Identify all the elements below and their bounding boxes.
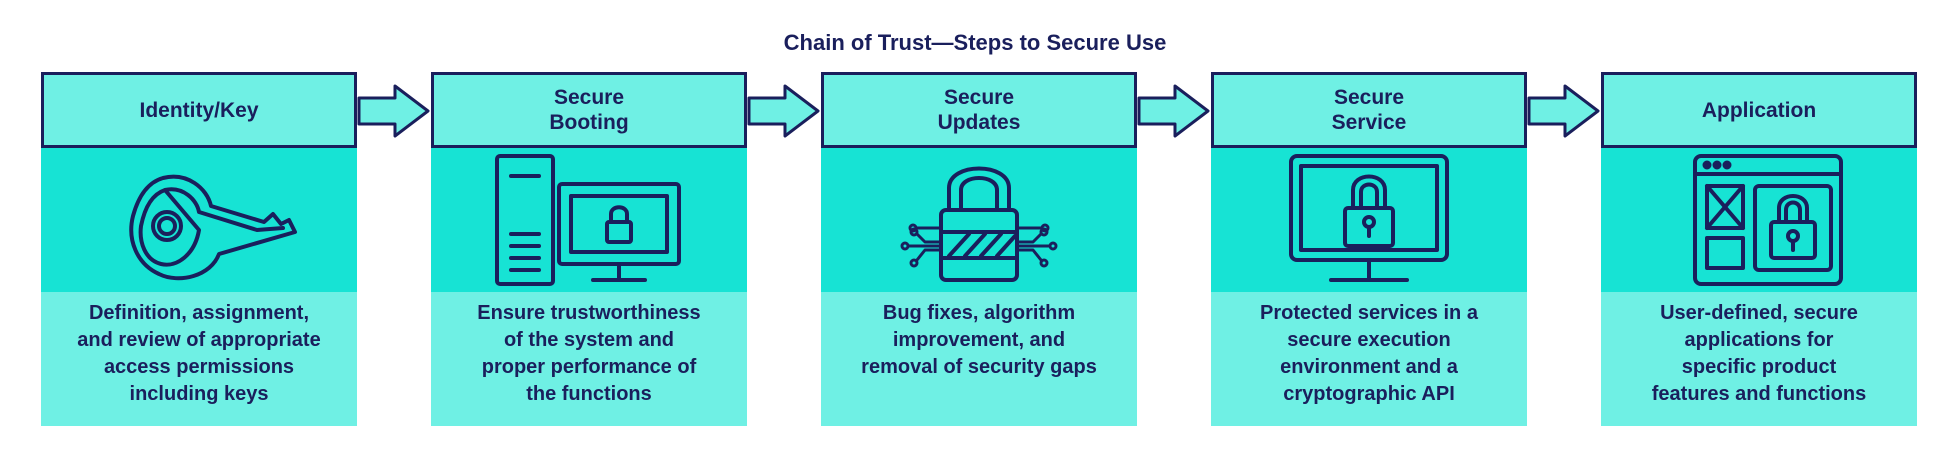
step-icon-area (41, 148, 357, 292)
step-description: Ensure trustworthiness of the system and… (431, 292, 747, 426)
step-icon-area (821, 148, 1137, 292)
arrow-right-icon (1527, 84, 1600, 138)
monitor-padlock-icon (1289, 154, 1449, 282)
computer-tower-lock-icon (495, 154, 681, 286)
step-icon-area (1211, 148, 1527, 292)
step-icon-area (431, 148, 747, 292)
step-identity-key: Identity/Key Definition, assignment, and… (41, 72, 357, 426)
step-description: Protected services in a secure execution… (1211, 292, 1527, 426)
step-application: Application User-defined, secure applica… (1601, 72, 1917, 426)
diagram-title: Chain of Trust—Steps to Secure Use (783, 30, 1167, 55)
step-secure-service: Secure Service Protected services in a s… (1211, 72, 1527, 426)
step-header: Identity/Key (41, 72, 357, 148)
step-description: Definition, assignment, and review of ap… (41, 292, 357, 426)
step-secure-updates: Secure Updates Bug fixes, algorit (821, 72, 1137, 426)
browser-app-lock-icon (1693, 154, 1843, 286)
circuit-padlock-icon (900, 166, 1058, 282)
step-description: Bug fixes, algorithm improvement, and re… (821, 292, 1137, 426)
step-header: Application (1601, 72, 1917, 148)
key-icon (129, 174, 297, 281)
arrow-right-icon (747, 84, 820, 138)
step-header: Secure Booting (431, 72, 747, 148)
step-secure-booting: Secure Booting Ensure trustworthiness of… (431, 72, 747, 426)
arrow-right-icon (357, 84, 430, 138)
step-header: Secure Service (1211, 72, 1527, 148)
arrow-right-icon (1137, 84, 1210, 138)
step-description: User-defined, secure applications for sp… (1601, 292, 1917, 426)
step-header: Secure Updates (821, 72, 1137, 148)
step-icon-area (1601, 148, 1917, 292)
